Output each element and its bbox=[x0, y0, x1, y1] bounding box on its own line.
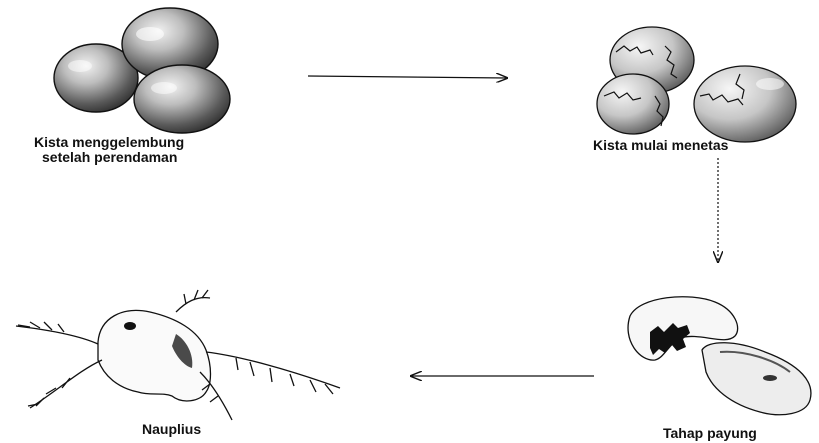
nauplius-label: Nauplius bbox=[142, 422, 201, 437]
swollen-cysts-label-line-1: Kista menggelembung bbox=[34, 135, 184, 150]
hatching-cysts-illustration bbox=[597, 27, 796, 142]
swollen-cysts-illustration bbox=[54, 8, 230, 133]
nauplius-illustration bbox=[16, 290, 340, 420]
swollen-cysts-label-line-2: setelah perendaman bbox=[42, 150, 177, 165]
hatching-cysts-label: Kista mulai menetas bbox=[593, 138, 728, 153]
umbrella-stage-illustration bbox=[628, 297, 811, 415]
arrow-right bbox=[308, 76, 507, 78]
umbrella-stage-label: Tahap payung bbox=[663, 426, 757, 441]
